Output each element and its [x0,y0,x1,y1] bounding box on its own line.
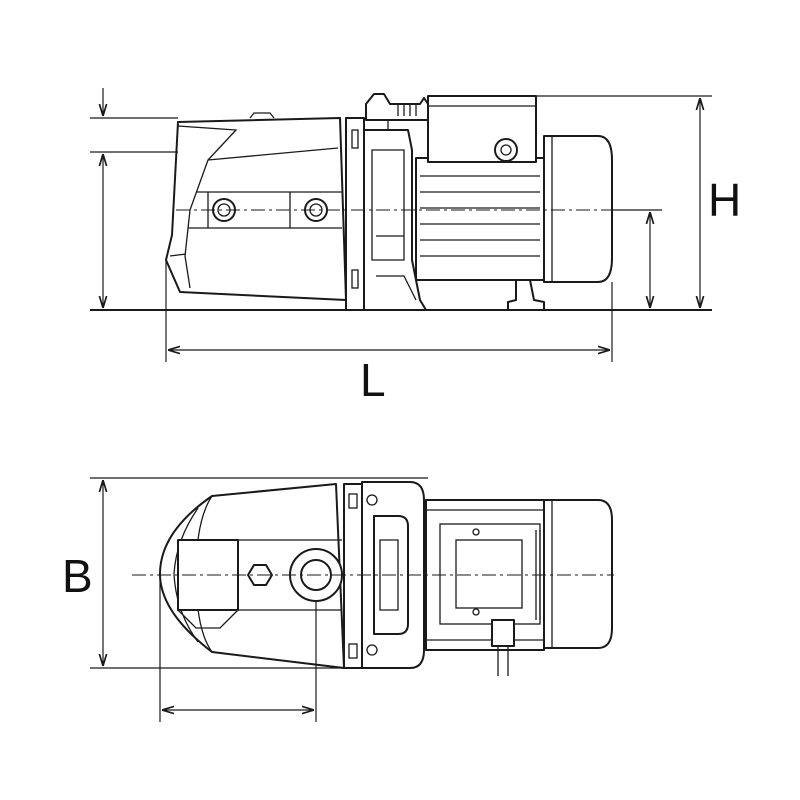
pump-casing-side [165,112,347,301]
handle-side [365,93,429,121]
height-label: H [708,174,741,226]
fan-cover-top [543,499,613,649]
cable-gland-top [491,619,515,676]
motor-body-side [415,157,545,281]
flange-bracket-side [345,110,427,311]
fan-cover-side [543,135,613,283]
motor-foot-side [507,279,545,311]
breadth-label: B [62,550,93,602]
side-view: H L [90,88,741,406]
top-view: B [62,477,614,722]
flange-top [343,483,363,669]
terminal-box-side [427,95,537,163]
length-label: L [360,354,386,406]
